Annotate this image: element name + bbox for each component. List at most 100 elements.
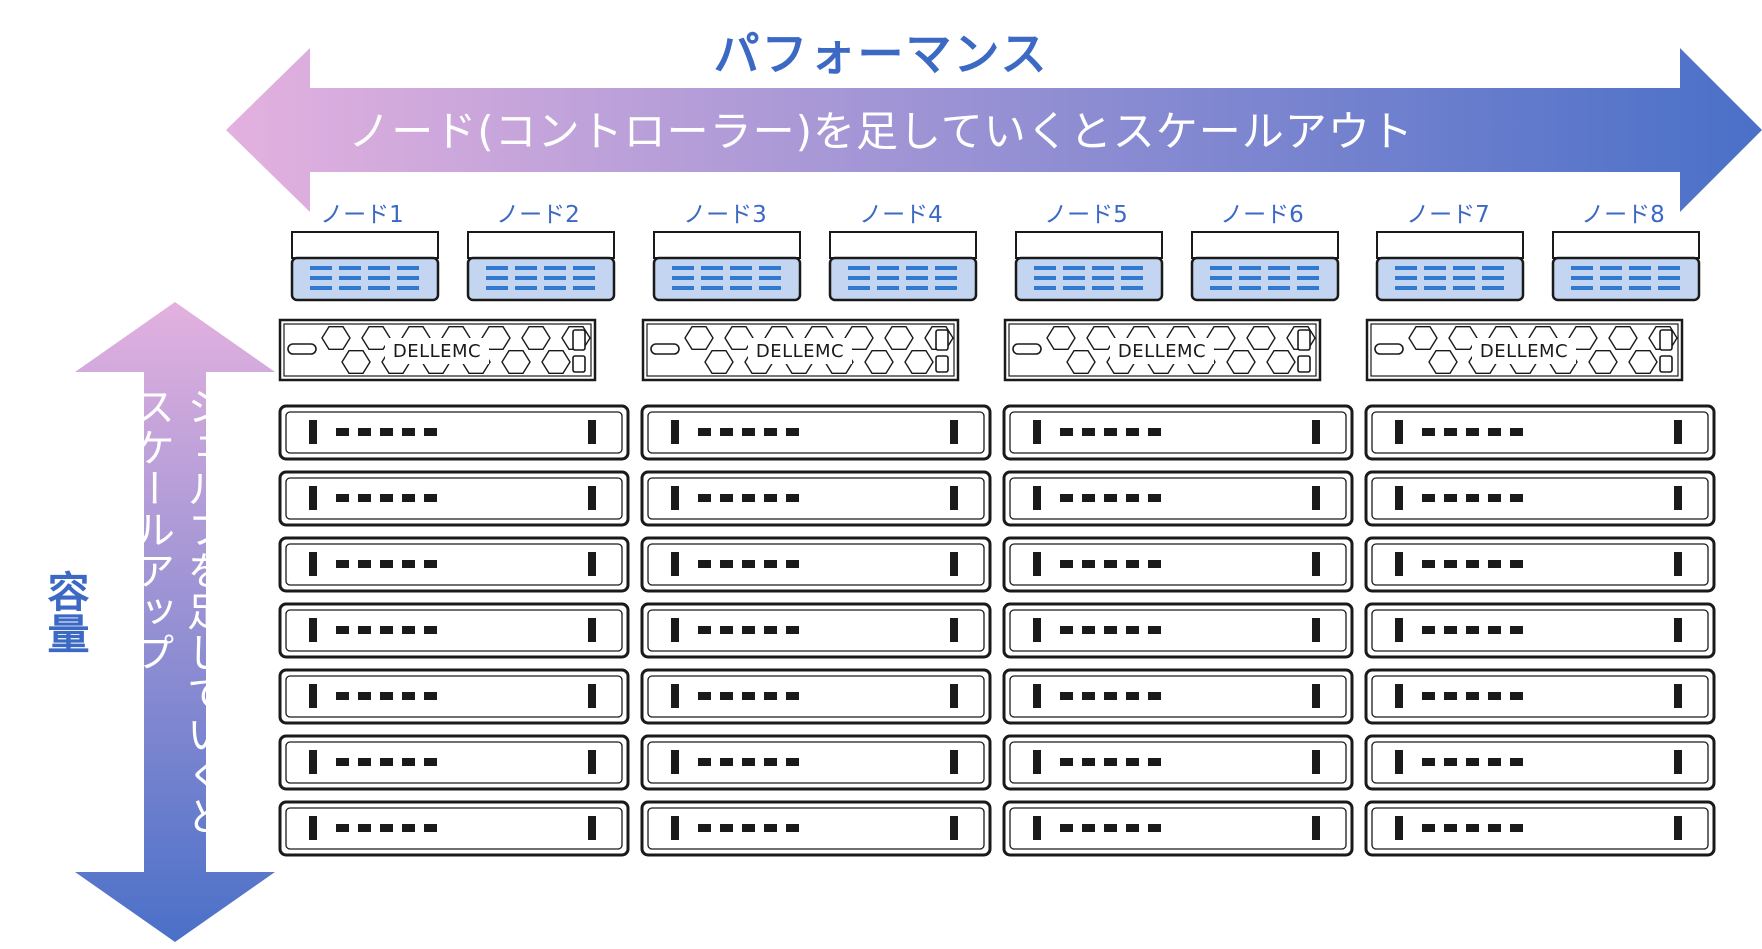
honeycomb-cell bbox=[1408, 326, 1438, 350]
node-vent-line bbox=[573, 276, 595, 280]
node-vent-line bbox=[877, 286, 899, 290]
shelf-indicator bbox=[1082, 758, 1095, 766]
shelf-indicator bbox=[764, 626, 777, 634]
node-vent-line bbox=[544, 276, 566, 280]
logo-backing bbox=[1472, 338, 1576, 364]
storage-shelf bbox=[640, 404, 992, 461]
shelf-bezel bbox=[1371, 741, 1709, 784]
storage-shelf bbox=[1364, 800, 1716, 857]
shelf-indicator bbox=[720, 824, 733, 832]
node-vent-line bbox=[1239, 276, 1261, 280]
controller-bezel bbox=[283, 323, 592, 377]
node-vent-line bbox=[368, 266, 390, 270]
node-top-plate bbox=[1191, 231, 1339, 259]
node-vent-line bbox=[672, 266, 694, 270]
shelf-handle bbox=[588, 618, 596, 642]
shelf-bezel bbox=[647, 543, 985, 586]
shelf-handle bbox=[1674, 486, 1682, 510]
shelf-indicator bbox=[380, 824, 393, 832]
shelf-indicator bbox=[1126, 428, 1139, 436]
shelf-indicator bbox=[358, 758, 371, 766]
honeycomb-cell bbox=[1246, 326, 1276, 350]
shelf-handle bbox=[671, 750, 679, 774]
node-top-plate bbox=[829, 231, 977, 259]
node-label: ノード3 bbox=[683, 202, 767, 228]
shelf-indicator bbox=[380, 494, 393, 502]
shelf-handle bbox=[950, 816, 958, 840]
shelf-handle bbox=[1033, 618, 1041, 642]
honeycomb-cell bbox=[1608, 326, 1638, 350]
controller-slot bbox=[572, 355, 586, 373]
shelf-indicator bbox=[1126, 692, 1139, 700]
shelf-indicator bbox=[764, 824, 777, 832]
shelf-indicator bbox=[1444, 626, 1457, 634]
storage-shelf bbox=[1002, 470, 1354, 527]
node-vent-line bbox=[1424, 286, 1446, 290]
shelf-indicator bbox=[1510, 692, 1523, 700]
node-label: ノード2 bbox=[496, 202, 580, 228]
shelf-indicator bbox=[1422, 692, 1435, 700]
storage-shelf bbox=[278, 734, 630, 791]
shelf-indicator bbox=[1466, 758, 1479, 766]
shelf-indicator bbox=[1082, 560, 1095, 568]
shelf-indicator bbox=[380, 560, 393, 568]
shelf-indicator bbox=[742, 758, 755, 766]
shelf-indicator bbox=[786, 494, 799, 502]
shelf-indicator bbox=[1148, 428, 1161, 436]
shelf-chassis bbox=[1364, 470, 1716, 527]
controller-unit: DELLEMC bbox=[1365, 318, 1684, 382]
shelf-indicator bbox=[1126, 626, 1139, 634]
node-vent-line bbox=[397, 266, 419, 270]
node-vent-line bbox=[1600, 286, 1622, 290]
shelf-bezel bbox=[285, 411, 623, 454]
shelf-indicator bbox=[698, 824, 711, 832]
controller-unit: DELLEMC bbox=[278, 318, 597, 382]
shelf-chassis bbox=[1002, 800, 1354, 857]
shelf-indicator bbox=[1488, 758, 1501, 766]
shelf-indicator bbox=[1510, 626, 1523, 634]
shelf-handle bbox=[588, 816, 596, 840]
shelf-chassis bbox=[278, 800, 630, 857]
shelf-bezel bbox=[647, 477, 985, 520]
node-vent-line bbox=[1063, 266, 1085, 270]
shelf-bezel bbox=[1371, 609, 1709, 652]
honeycomb-cell bbox=[1086, 326, 1116, 350]
shelf-indicator bbox=[380, 626, 393, 634]
shelf-chassis bbox=[278, 734, 630, 791]
honeycomb-cell bbox=[864, 350, 894, 374]
shelf-indicator bbox=[1148, 626, 1161, 634]
shelf-indicator bbox=[358, 560, 371, 568]
shelf-indicator bbox=[402, 626, 415, 634]
node-vent-line bbox=[1424, 266, 1446, 270]
node-vent-line bbox=[759, 266, 781, 270]
shelf-handle bbox=[309, 816, 317, 840]
shelf-indicator bbox=[1466, 824, 1479, 832]
shelf-indicator bbox=[1104, 758, 1117, 766]
shelf-chassis bbox=[1364, 536, 1716, 593]
node-vent-line bbox=[397, 286, 419, 290]
shelf-chassis bbox=[1002, 404, 1354, 461]
controller-slot bbox=[1659, 355, 1673, 373]
node-vent-line bbox=[1297, 266, 1319, 270]
shelf-indicator bbox=[1510, 560, 1523, 568]
shelf-indicator bbox=[742, 626, 755, 634]
node-vent-line bbox=[310, 276, 332, 280]
shelf-handle bbox=[1674, 420, 1682, 444]
shelf-indicator bbox=[1466, 692, 1479, 700]
shelf-chassis bbox=[1364, 734, 1716, 791]
shelf-handle bbox=[1395, 552, 1403, 576]
shelf-indicator bbox=[1466, 494, 1479, 502]
shelf-indicator bbox=[720, 758, 733, 766]
shelf-chassis bbox=[1002, 734, 1354, 791]
shelf-handle bbox=[588, 420, 596, 444]
storage-shelf bbox=[1002, 602, 1354, 659]
shelf-handle bbox=[1395, 618, 1403, 642]
shelf-indicator bbox=[698, 560, 711, 568]
node-vent-line bbox=[1658, 266, 1680, 270]
node-vent-line bbox=[1658, 276, 1680, 280]
honeycomb-cell bbox=[321, 326, 351, 350]
node-vent-line bbox=[1571, 276, 1593, 280]
node-label: ノード6 bbox=[1220, 202, 1304, 228]
shelf-indicator bbox=[1422, 494, 1435, 502]
